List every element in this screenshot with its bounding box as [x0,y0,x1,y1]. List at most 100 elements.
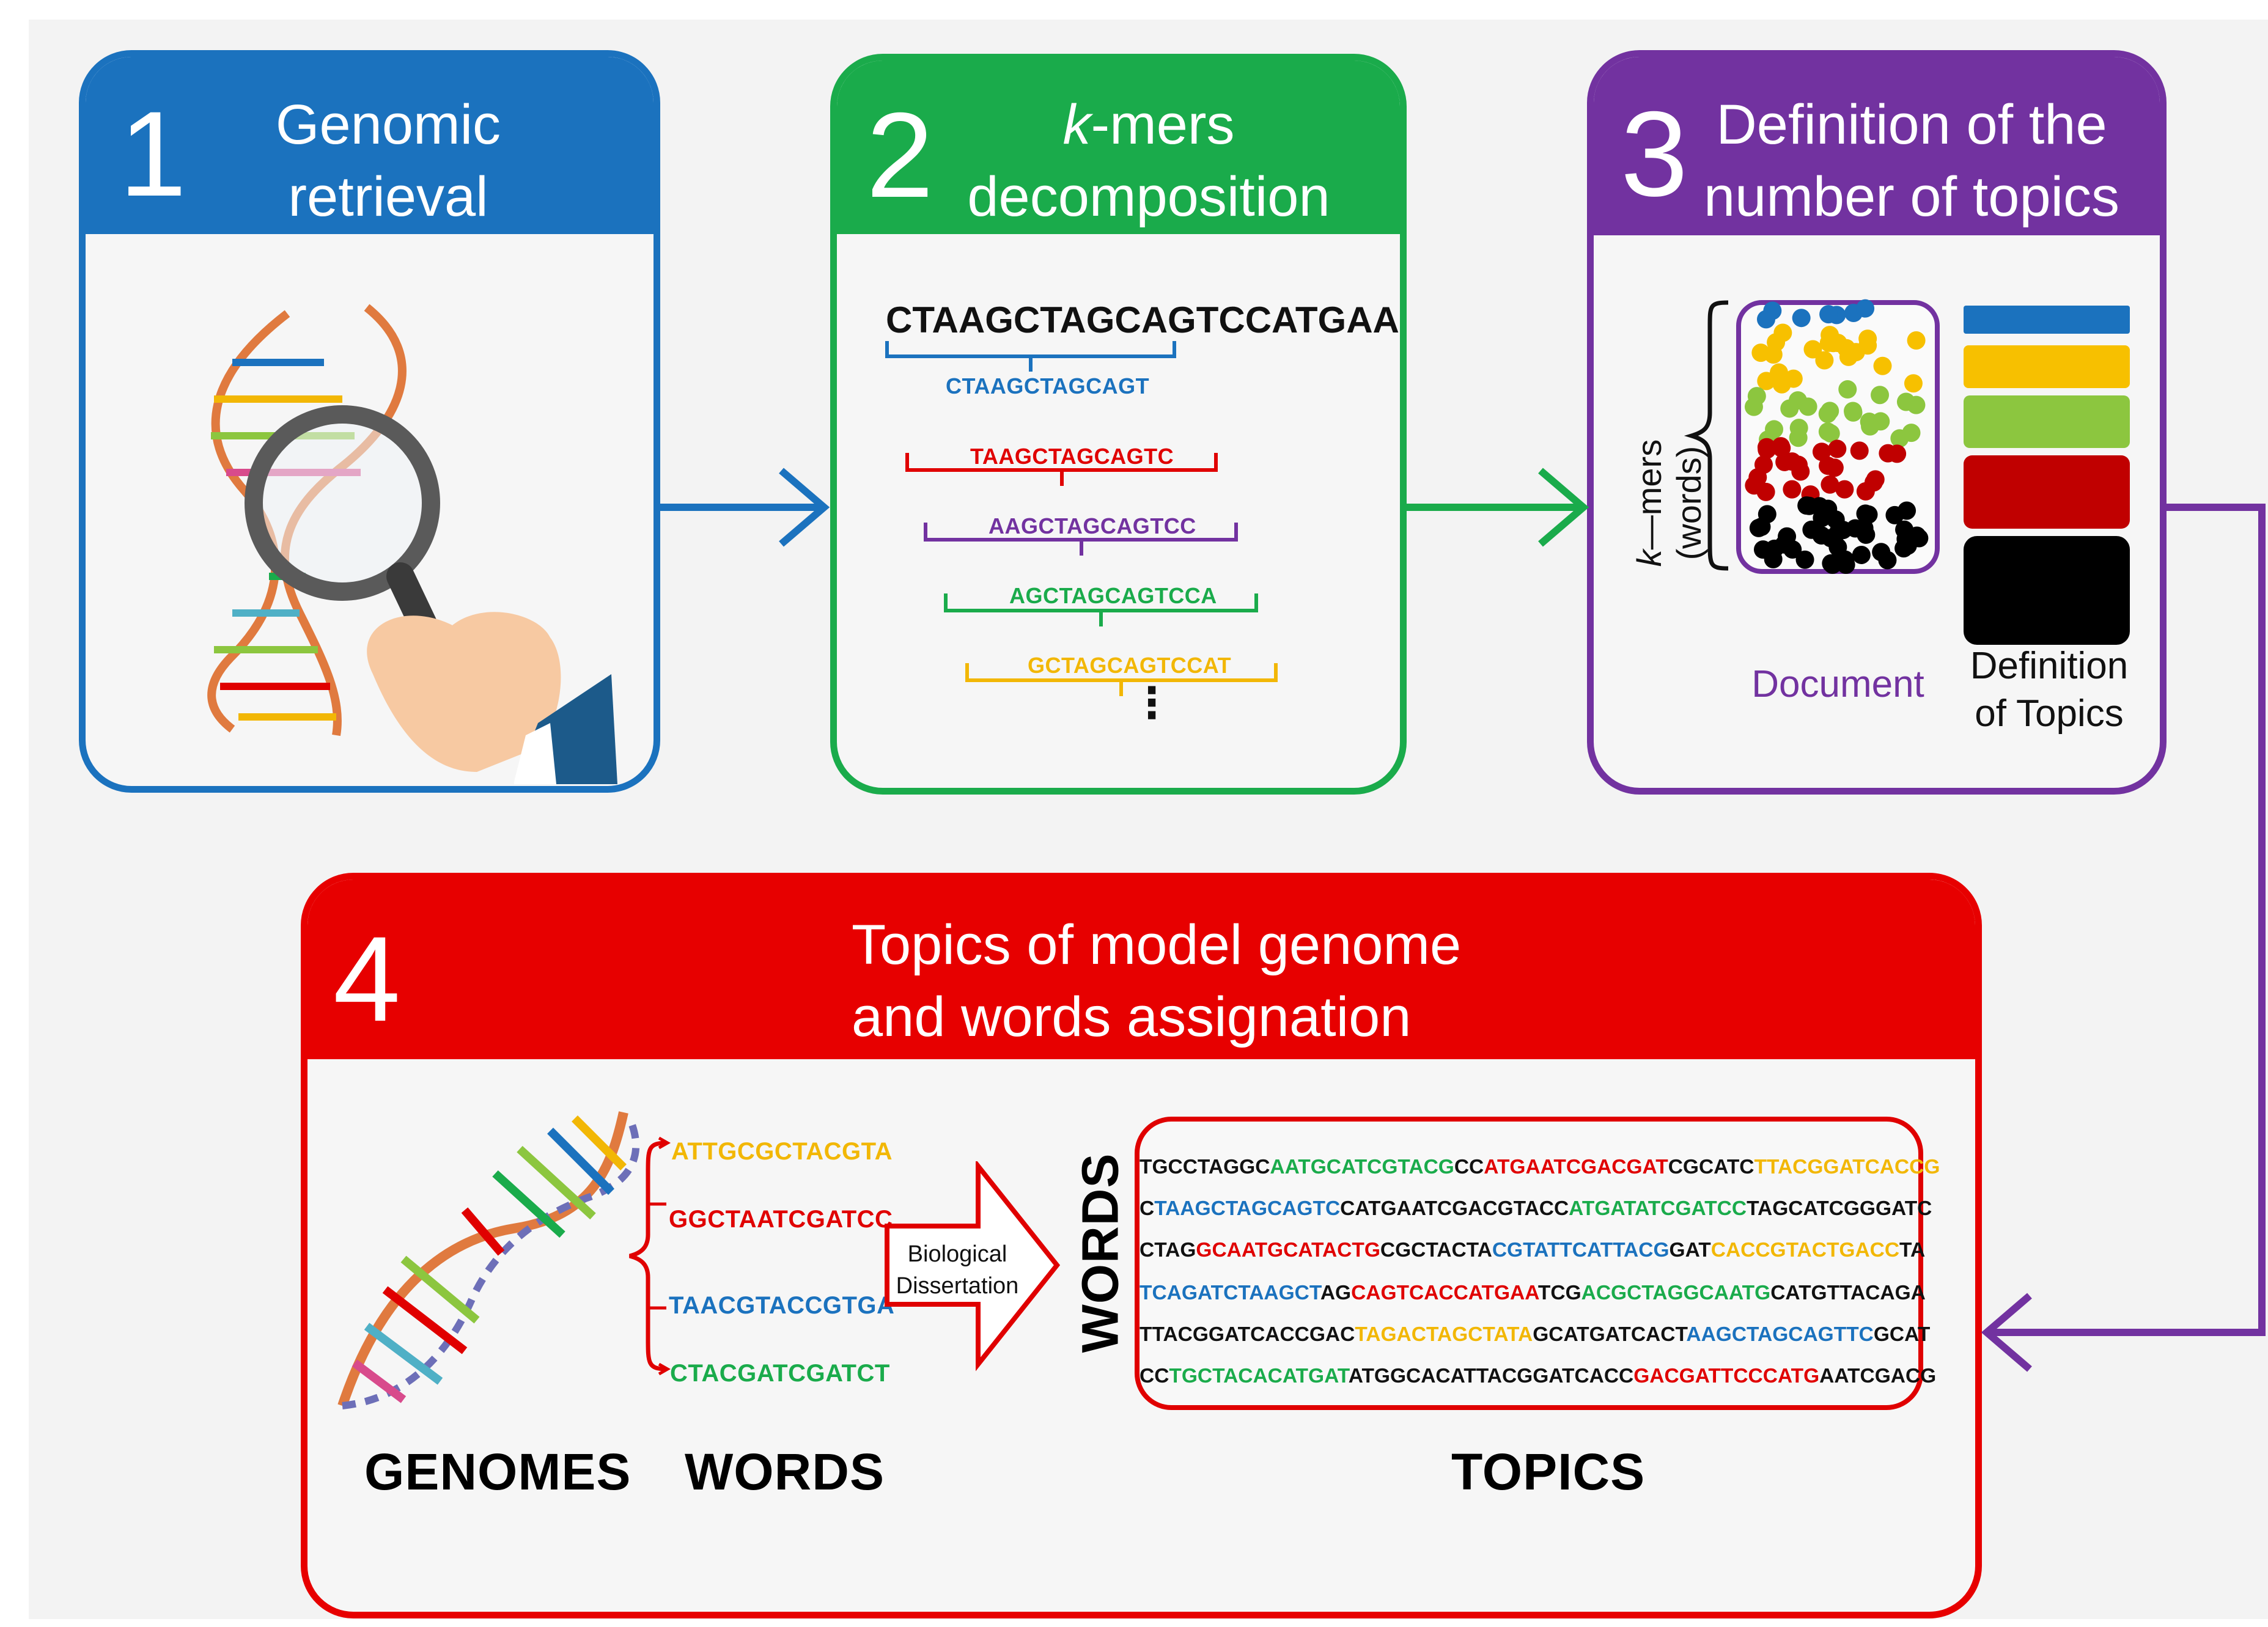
word-dot [1879,444,1898,463]
word-dot [1828,439,1847,458]
panel-genomic-retrieval: 1 Genomic retrieval [79,50,660,793]
arrow-1-to-2 [660,468,830,547]
topic-segment: TCAGATCTAAGCT [1140,1282,1320,1304]
topic-segment: TCG [1537,1282,1581,1304]
word-dot [1772,437,1791,456]
topic-segment: ATGATATCGATCC [1569,1197,1747,1220]
panel-title: Topics of model genome and words assigna… [852,914,1462,1048]
word-dot [1896,529,1915,548]
topic-row: TTACGGATCACCGACTAGACTAGCTATAGCATGATCACTA… [1140,1323,1930,1346]
step-number: 2 [866,87,934,222]
biological-dissertation-arrow [885,1161,1061,1372]
word-dot [1850,441,1869,460]
topic-segment: CGCTACTA [1380,1239,1492,1262]
topic-row: TGCCTAGGCAATGCATCGTACGCCATGAATCGACGATCGC… [1140,1156,1940,1179]
topic-segment: GCAT [1873,1323,1931,1346]
topics-label: TOPICS [1451,1443,1646,1500]
topic-segment: CATGAATCGACGTACC [1340,1197,1569,1220]
panel-kmers-decomposition: 2 k-mers decomposition CTAAGCTAGCAGTCCAT… [830,54,1407,795]
topic-segment: ATGAATCGACGAT [1484,1156,1668,1178]
topic-segment: CC [1140,1365,1169,1387]
topic-segment: AG [1320,1282,1352,1304]
word-dot [1765,420,1784,439]
word-dot [1789,428,1808,447]
topic-segment: TGCCTAGGC [1140,1156,1270,1178]
topic-segment: TA [1899,1239,1926,1262]
kmer-3: AAGCTAGCAGTCC [989,513,1196,538]
word-dot [1823,556,1842,575]
step-number: 1 [119,86,187,221]
word-dot [1775,452,1794,471]
word-dot [1819,305,1838,324]
word-dot [1836,555,1855,574]
word-dot [1756,482,1775,501]
words-label: WORDS [685,1443,885,1500]
dna-sequence: CTAAGCTAGCAGTCCATGAA... [886,299,1407,340]
topic-segment: ATGGCACATTACGGATCACC [1348,1365,1634,1387]
panel-number-of-topics: 3 Definition of the number of topics k—m… [1587,50,2167,795]
topic-segment: CATGTTACAGA [1770,1282,1926,1304]
step-number: 3 [1621,86,1688,221]
word-dot [1821,475,1839,494]
words-brace [629,1137,671,1375]
word-dot [1758,440,1776,459]
word-dot [1789,455,1808,474]
word-dot [1783,480,1802,499]
topic-segment: AAGCTAGCAGTTC [1686,1323,1874,1346]
word-dot [1780,399,1799,418]
topic-segment: CGTATTCATTACG [1492,1239,1670,1262]
panel4-header: 4 Topics of model genome and words assig… [307,880,1975,1059]
topic-segment: AATGCATCGTACG [1270,1156,1454,1178]
topic-segment: CAGTCACCATGAA [1351,1282,1538,1304]
word-dot [1815,351,1834,370]
topic-segment: GAT [1669,1239,1711,1262]
topic-segment: CGCATC [1668,1156,1754,1178]
arrow-3-to-4 [1981,504,2266,1372]
kmer-brackets [885,341,1278,696]
word-dot [1767,333,1786,352]
word-dot [1846,343,1865,362]
topic-segment: GCATGATCACT [1533,1323,1687,1346]
word-dot [1856,299,1875,318]
topic-segment: CTAG [1140,1239,1196,1262]
topic-segment: TTACGGATCACCGAC [1140,1323,1355,1346]
word-dot [1896,392,1915,411]
word-dot [1758,505,1776,524]
word-dot [1784,369,1803,388]
word-3: TAACGTACCGTGA [669,1292,895,1319]
word-dot [1844,403,1863,422]
word-dot [1792,309,1811,328]
word-dot [1898,501,1916,520]
word-dot [1846,519,1865,538]
word-dot [1783,540,1802,559]
topic-segment: TGCTACACATGAT [1169,1365,1349,1387]
word-dot [1873,356,1892,375]
word-dot [1803,340,1822,359]
word-dot [1795,550,1814,569]
topic-row: CTAGGCAATGCATACTGCGCTACTACGTATTCATTACGGA… [1140,1239,1925,1262]
word-dot [1765,539,1784,558]
topic-segment: ACGCTAGGCAATG [1581,1282,1771,1304]
topic-row: CTAAGCTAGCAGTCCATGAATCGACGTACCATGATATCGA… [1140,1197,1932,1221]
word-dot [1907,331,1926,350]
word-dot [1821,326,1839,345]
word-dot [1819,457,1838,476]
topic-segment: TTACGGATCACCG [1754,1156,1940,1178]
kmer-2: TAAGCTAGCAGTC [970,444,1174,469]
word-dot [1826,510,1845,529]
topic-segment: TAGACTAGCTATA [1355,1323,1533,1346]
word-dot [1821,402,1839,421]
word-dot [1861,417,1880,436]
topic-row: CCTGCTACACATGATATGGCACATTACGGATCACCGACGA… [1140,1365,1936,1388]
panel-title: Definition of the number of topics [1703,94,2120,228]
word-dot [1812,443,1831,461]
word-dot [1749,518,1768,537]
word-dot [1821,529,1840,548]
topic-segment: GCAATGCATACTG [1196,1239,1380,1262]
word-dot [1902,424,1921,443]
document-label: Document [1751,663,1924,705]
word-dot [1810,497,1829,516]
word-dot [1835,480,1854,499]
step-number: 4 [333,911,401,1046]
topic-segment: TAAGCTAGCAGTC [1154,1197,1341,1220]
